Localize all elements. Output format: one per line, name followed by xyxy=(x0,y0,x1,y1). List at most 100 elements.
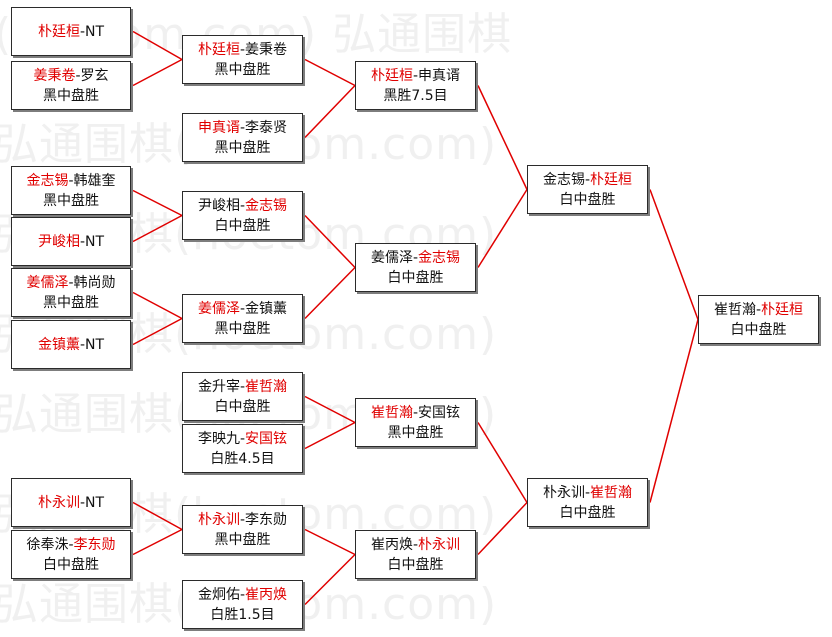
match-players: 金志锡-朴廷桓 xyxy=(543,170,632,190)
vs-separator: - xyxy=(239,430,246,447)
bracket-connector xyxy=(477,189,528,268)
match-box-round2-5: 金升宰-崔哲瀚白中盘胜 xyxy=(182,372,303,421)
vs-separator: - xyxy=(239,511,246,528)
player-name: 李映九 xyxy=(197,430,240,447)
bracket-connector xyxy=(132,30,183,61)
match-result: 黑中盘胜 xyxy=(43,294,99,311)
player-name: 朴永训 xyxy=(197,511,240,528)
player-name: 金志锡 xyxy=(418,249,461,266)
bracket-connector xyxy=(304,214,356,269)
player-name: 申真谞 xyxy=(418,67,461,84)
player-name: 罗玄 xyxy=(80,67,109,84)
bracket-connector xyxy=(304,395,356,424)
vs-separator: - xyxy=(412,536,419,553)
match-box-round1-4: 尹峻相-NT xyxy=(11,217,131,266)
bracket-connector xyxy=(477,85,528,190)
match-players: 姜儒泽-金志锡 xyxy=(371,248,460,268)
match-result: 黑胜7.5目 xyxy=(383,87,448,104)
player-name: 安国铉 xyxy=(418,404,461,421)
bracket-connector xyxy=(304,528,356,556)
player-name: 姜儒泽 xyxy=(26,274,69,291)
bracket-connector xyxy=(304,553,356,606)
match-result: 黑中盘胜 xyxy=(43,87,99,104)
match-result: 白中盘胜 xyxy=(387,556,444,573)
match-players: 朴廷桓-申真谞 xyxy=(371,66,460,86)
match-players: 崔哲瀚-朴廷桓 xyxy=(714,300,803,320)
match-result: 白中盘胜 xyxy=(387,269,444,286)
match-players: 姜儒泽-金镇薰 xyxy=(198,299,287,319)
match-players: 姜儒泽-韩尚勋 xyxy=(26,273,115,293)
match-players: 尹峻相-NT xyxy=(38,232,104,252)
match-players: 李映九-安国铉 xyxy=(198,429,287,449)
match-result: 黑中盘胜 xyxy=(214,61,271,78)
bracket-connector xyxy=(132,317,183,346)
match-players: 申真谞-李泰贤 xyxy=(198,118,287,138)
player-name: 李泰贤 xyxy=(245,119,288,136)
bracket-connector xyxy=(304,266,356,320)
player-name: 崔丙焕 xyxy=(245,586,288,603)
bracket-connector xyxy=(132,291,183,320)
match-players: 徐奉洙-李东勋 xyxy=(26,535,115,555)
player-name: 金志锡 xyxy=(542,171,585,188)
match-box-round2-7: 朴永训-李东勋黑中盘胜 xyxy=(182,505,303,554)
match-players: 朴永训-李东勋 xyxy=(198,510,287,530)
match-result: 白中盘胜 xyxy=(730,321,787,338)
match-result: 黑中盘胜 xyxy=(214,320,271,337)
player-name: 金志锡 xyxy=(245,197,288,214)
vs-separator: - xyxy=(68,536,74,553)
match-box-final: 崔哲瀚-朴廷桓白中盘胜 xyxy=(698,295,819,344)
vs-separator: - xyxy=(584,484,591,501)
player-name: 韩雄奎 xyxy=(73,172,116,189)
vs-separator: - xyxy=(239,300,246,317)
match-box-round3-2: 姜儒泽-金志锡白中盘胜 xyxy=(355,243,476,292)
match-players: 崔丙焕-朴永训 xyxy=(371,535,460,555)
player-name: 崔哲瀚 xyxy=(370,404,413,421)
player-name: 韩尚勋 xyxy=(73,274,116,291)
bracket-connector xyxy=(132,501,183,531)
vs-separator: - xyxy=(239,197,246,214)
match-result: 黑中盘胜 xyxy=(214,139,271,156)
bracket-connector xyxy=(304,84,356,139)
match-box-round1-1: 朴廷桓-NT xyxy=(11,7,131,56)
player-name: 姜秉卷 xyxy=(33,67,76,84)
player-name: 金升宰 xyxy=(197,378,240,395)
vs-separator: - xyxy=(79,233,86,250)
match-result: 白胜4.5目 xyxy=(210,450,275,467)
match-players: 朴永训-NT xyxy=(38,493,104,513)
match-box-round2-6: 李映九-安国铉白胜4.5目 xyxy=(182,424,303,473)
vs-separator: - xyxy=(68,172,74,189)
player-name: 朴廷桓 xyxy=(761,301,804,318)
match-result: 白中盘胜 xyxy=(559,504,616,521)
match-box-round4-2: 朴永训-崔哲瀚白中盘胜 xyxy=(527,478,648,527)
player-name: 姜儒泽 xyxy=(197,300,240,317)
bracket-connector xyxy=(649,319,699,503)
vs-separator: - xyxy=(412,404,419,421)
match-box-round1-6: 金镇薰-NT xyxy=(11,320,131,369)
player-name: 金炯佑 xyxy=(197,586,240,603)
match-players: 尹峻相-金志锡 xyxy=(198,196,287,216)
player-name: 金镇薰 xyxy=(37,336,80,353)
match-result: 白中盘胜 xyxy=(214,398,271,415)
match-result: 黑中盘胜 xyxy=(43,192,99,209)
vs-separator: - xyxy=(239,41,246,58)
bracket-connector xyxy=(132,528,183,556)
bracket-connector xyxy=(477,422,528,503)
vs-separator: - xyxy=(79,23,86,40)
match-players: 朴廷桓-NT xyxy=(38,22,104,42)
player-name: 朴永训 xyxy=(37,494,80,511)
match-box-round2-4: 姜儒泽-金镇薰黑中盘胜 xyxy=(182,294,303,343)
player-name: 朴廷桓 xyxy=(370,67,413,84)
match-players: 崔哲瀚-安国铉 xyxy=(371,403,460,423)
match-result: 白中盘胜 xyxy=(559,191,616,208)
match-box-round3-1: 朴廷桓-申真谞黑胜7.5目 xyxy=(355,61,476,110)
bracket-connector xyxy=(132,189,183,217)
bracket-connector xyxy=(649,189,699,320)
match-box-round1-5: 姜儒泽-韩尚勋黑中盘胜 xyxy=(11,268,131,317)
match-box-round1-2: 姜秉卷-罗玄黑中盘胜 xyxy=(11,61,131,110)
vs-separator: - xyxy=(79,494,86,511)
match-box-round3-4: 崔丙焕-朴永训白中盘胜 xyxy=(355,530,476,579)
player-name: 崔丙焕 xyxy=(370,536,413,553)
bracket-connector xyxy=(304,421,356,450)
bracket-connector xyxy=(132,214,183,243)
